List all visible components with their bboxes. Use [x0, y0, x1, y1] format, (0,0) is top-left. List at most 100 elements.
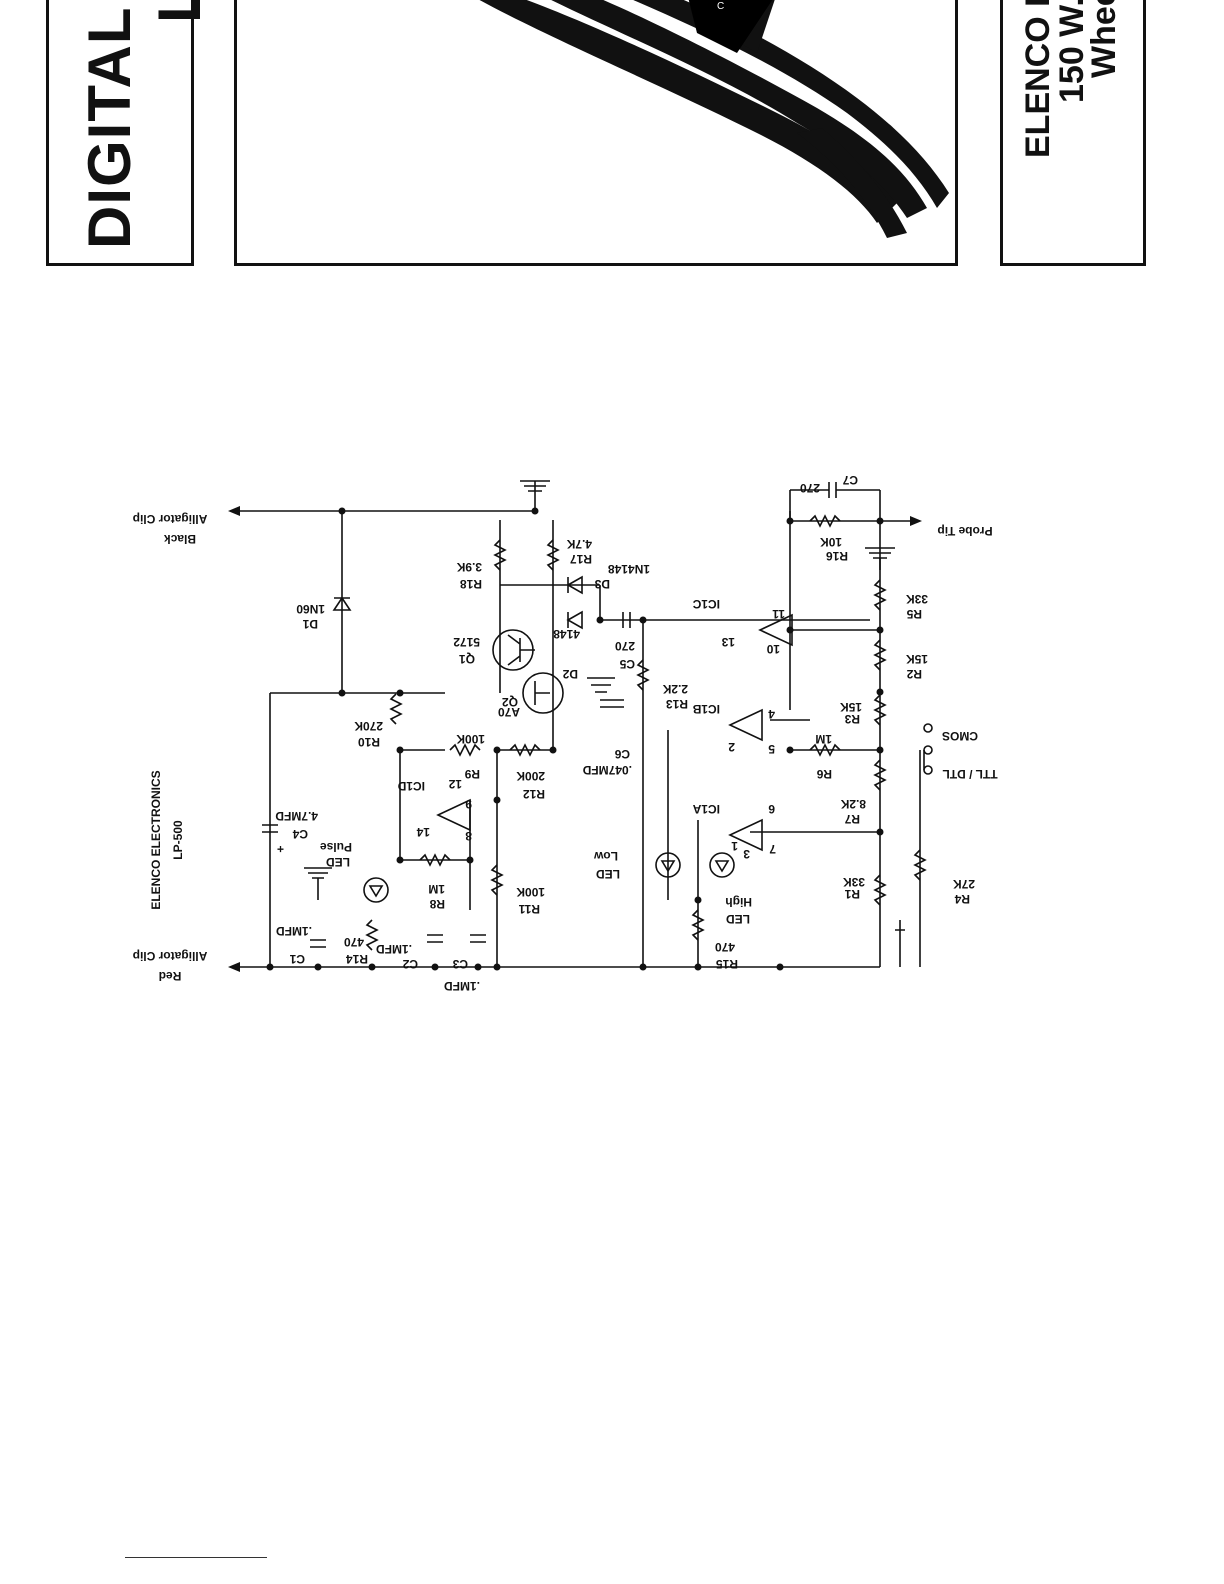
company-name: ELENCO E: [1019, 0, 1057, 158]
pin-10: 10: [766, 642, 780, 656]
r17-label: R17: [570, 552, 592, 566]
product-photo: C: [234, 0, 958, 266]
r5-label: R5: [906, 607, 922, 621]
q1-label: Q1: [459, 652, 475, 666]
pin-4: 4: [768, 707, 775, 721]
company-address-banner: ELENCO E 150 W. Whee: [1000, 0, 1146, 266]
r12-value: 200K: [516, 769, 545, 783]
alligator-clip-bottom-label: Alligator Clip: [133, 949, 208, 963]
black-clip-arrow: [228, 506, 240, 516]
r6-label: R6: [816, 767, 832, 781]
r18-label: R18: [460, 577, 482, 591]
title-banner: DIGITAL L: [46, 0, 213, 266]
pin-11: 11: [772, 607, 785, 621]
r11-value: 100K: [516, 885, 545, 899]
c7-label: C7: [842, 473, 858, 487]
r13-label: R13: [666, 697, 688, 711]
company-city: Whee: [1085, 0, 1123, 78]
r17-value: 4.7K: [566, 537, 592, 551]
c6-label: C6: [614, 747, 630, 761]
pin-13: 13: [721, 635, 735, 649]
led-high-label-2: High: [725, 895, 752, 909]
r3-value: 15K: [840, 700, 862, 714]
r10-value: 270K: [354, 719, 383, 733]
c4-label: C4: [292, 827, 308, 841]
pin-12: 12: [448, 777, 462, 791]
ic1a-triangle: [728, 818, 763, 852]
c4-value: 4.7MFD: [275, 809, 318, 823]
r8-label: R8: [429, 897, 445, 911]
pin-5: 5: [768, 742, 775, 756]
led-low-label-2: Low: [593, 849, 618, 863]
company-street: 150 W.: [1053, 0, 1091, 103]
d2-label: D2: [562, 667, 578, 681]
probe-tip-label: Probe Tip: [937, 524, 992, 538]
pin-7: 7: [769, 842, 776, 856]
r7-label: R7: [844, 812, 860, 826]
ground-symbols: [304, 480, 905, 967]
r4-value: 27K: [953, 877, 975, 891]
c1-label: C1: [289, 952, 305, 966]
d3-value: 1N4148: [608, 562, 650, 576]
r12-label: R12: [523, 787, 545, 801]
capacitors: [262, 482, 881, 948]
r1-value: 33K: [843, 875, 865, 889]
r10-label: R10: [358, 735, 380, 749]
c4-plus: +: [277, 842, 284, 856]
d1-value: 1N60: [296, 602, 325, 616]
probe-tip-arrow: [910, 516, 922, 526]
model-label: LP-500: [171, 820, 185, 860]
c5-label: C5: [619, 657, 635, 671]
c2-label: C2: [402, 957, 418, 971]
d2-value: 4148: [553, 627, 580, 641]
ic1d-triangle: [436, 798, 471, 832]
pin-1: 1: [731, 839, 738, 853]
pin-14: 14: [416, 825, 430, 839]
led-high-icon: [709, 852, 735, 878]
q2-label: Q2: [502, 695, 518, 709]
ic1c-label: IC1C: [692, 597, 720, 611]
r7-value: 8.2K: [840, 797, 866, 811]
r14-value: 470: [344, 935, 364, 949]
r9-value: 100K: [456, 732, 485, 746]
r1-label: R1: [844, 887, 860, 901]
resistors: [365, 514, 927, 951]
terminal-arrows: [228, 506, 922, 972]
probe-illustration: C: [479, 0, 949, 238]
cmos-label: CMOS: [942, 729, 978, 743]
c2-value: .1MFD: [376, 942, 412, 956]
r4-label: R4: [954, 892, 970, 906]
r18-value: 3.9K: [456, 560, 482, 574]
ic1d-label: IC1D: [397, 779, 425, 793]
c6-value: .047MFD: [582, 763, 632, 777]
c3-value: .1MFD: [444, 979, 480, 993]
r8-value: 1M: [428, 882, 445, 896]
c1-value: .1MFD: [276, 924, 312, 938]
led-pulse-label-1: LED: [326, 855, 350, 869]
r2-value: 15K: [906, 652, 928, 666]
q1-value: 5172: [453, 635, 480, 649]
r9-label: R9: [464, 767, 480, 781]
pin-2: 2: [728, 740, 735, 754]
ttl-cmos-switch: [923, 723, 933, 775]
title-text: DIGITAL: [76, 6, 143, 249]
alligator-clip-top-label: Alligator Clip: [133, 512, 208, 526]
led-pulse-icon: [363, 877, 389, 903]
led-low-label-1: LED: [596, 867, 620, 881]
r3-label: R3: [844, 712, 860, 726]
wiring: [240, 510, 921, 968]
title-text-cont: L: [146, 0, 213, 23]
led-pulse-label-2: Pulse: [320, 840, 352, 854]
diodes: [332, 575, 583, 630]
led-low-icon: [655, 852, 681, 878]
pin-8: 8: [465, 829, 472, 843]
red-clip-arrow: [228, 962, 240, 972]
r16-label: R16: [826, 549, 848, 563]
c5-value: 270: [615, 639, 635, 653]
r13-value: 2.2K: [662, 682, 688, 696]
r14-label: R14: [346, 952, 368, 966]
transistors: [492, 629, 564, 714]
company-label: ELENCO ELECTRONICS: [149, 770, 163, 909]
c7-value: 270: [800, 481, 820, 495]
r11-label: R11: [518, 902, 540, 916]
